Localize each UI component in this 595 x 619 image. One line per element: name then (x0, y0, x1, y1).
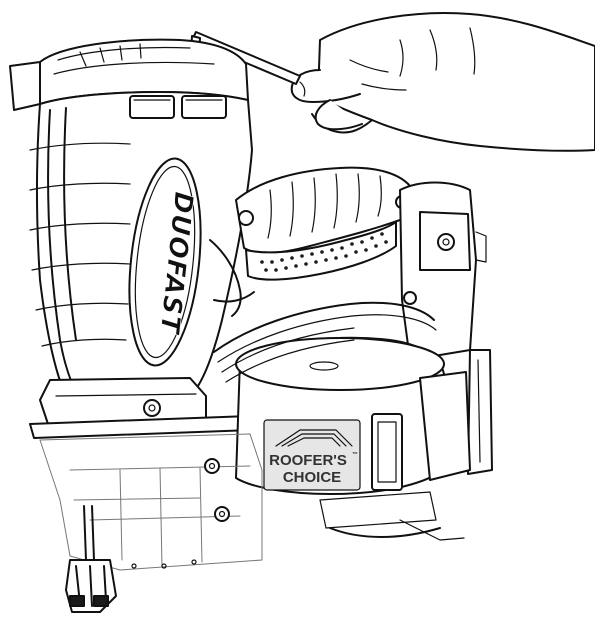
label-line-2: CHOICE (283, 469, 341, 486)
rear-bracket (399, 181, 493, 475)
nose-assembly (39, 433, 465, 613)
housing-base (29, 377, 253, 439)
roofers-choice-label: ROOFER'S ™ CHOICE (263, 419, 361, 491)
label-trademark: ™ (352, 451, 358, 458)
motor-housing (9, 38, 253, 405)
label-line-1: ROOFER'S (269, 452, 347, 469)
grip-texture (260, 232, 388, 272)
hand (290, 12, 595, 152)
roof-logo-icon (275, 429, 353, 447)
